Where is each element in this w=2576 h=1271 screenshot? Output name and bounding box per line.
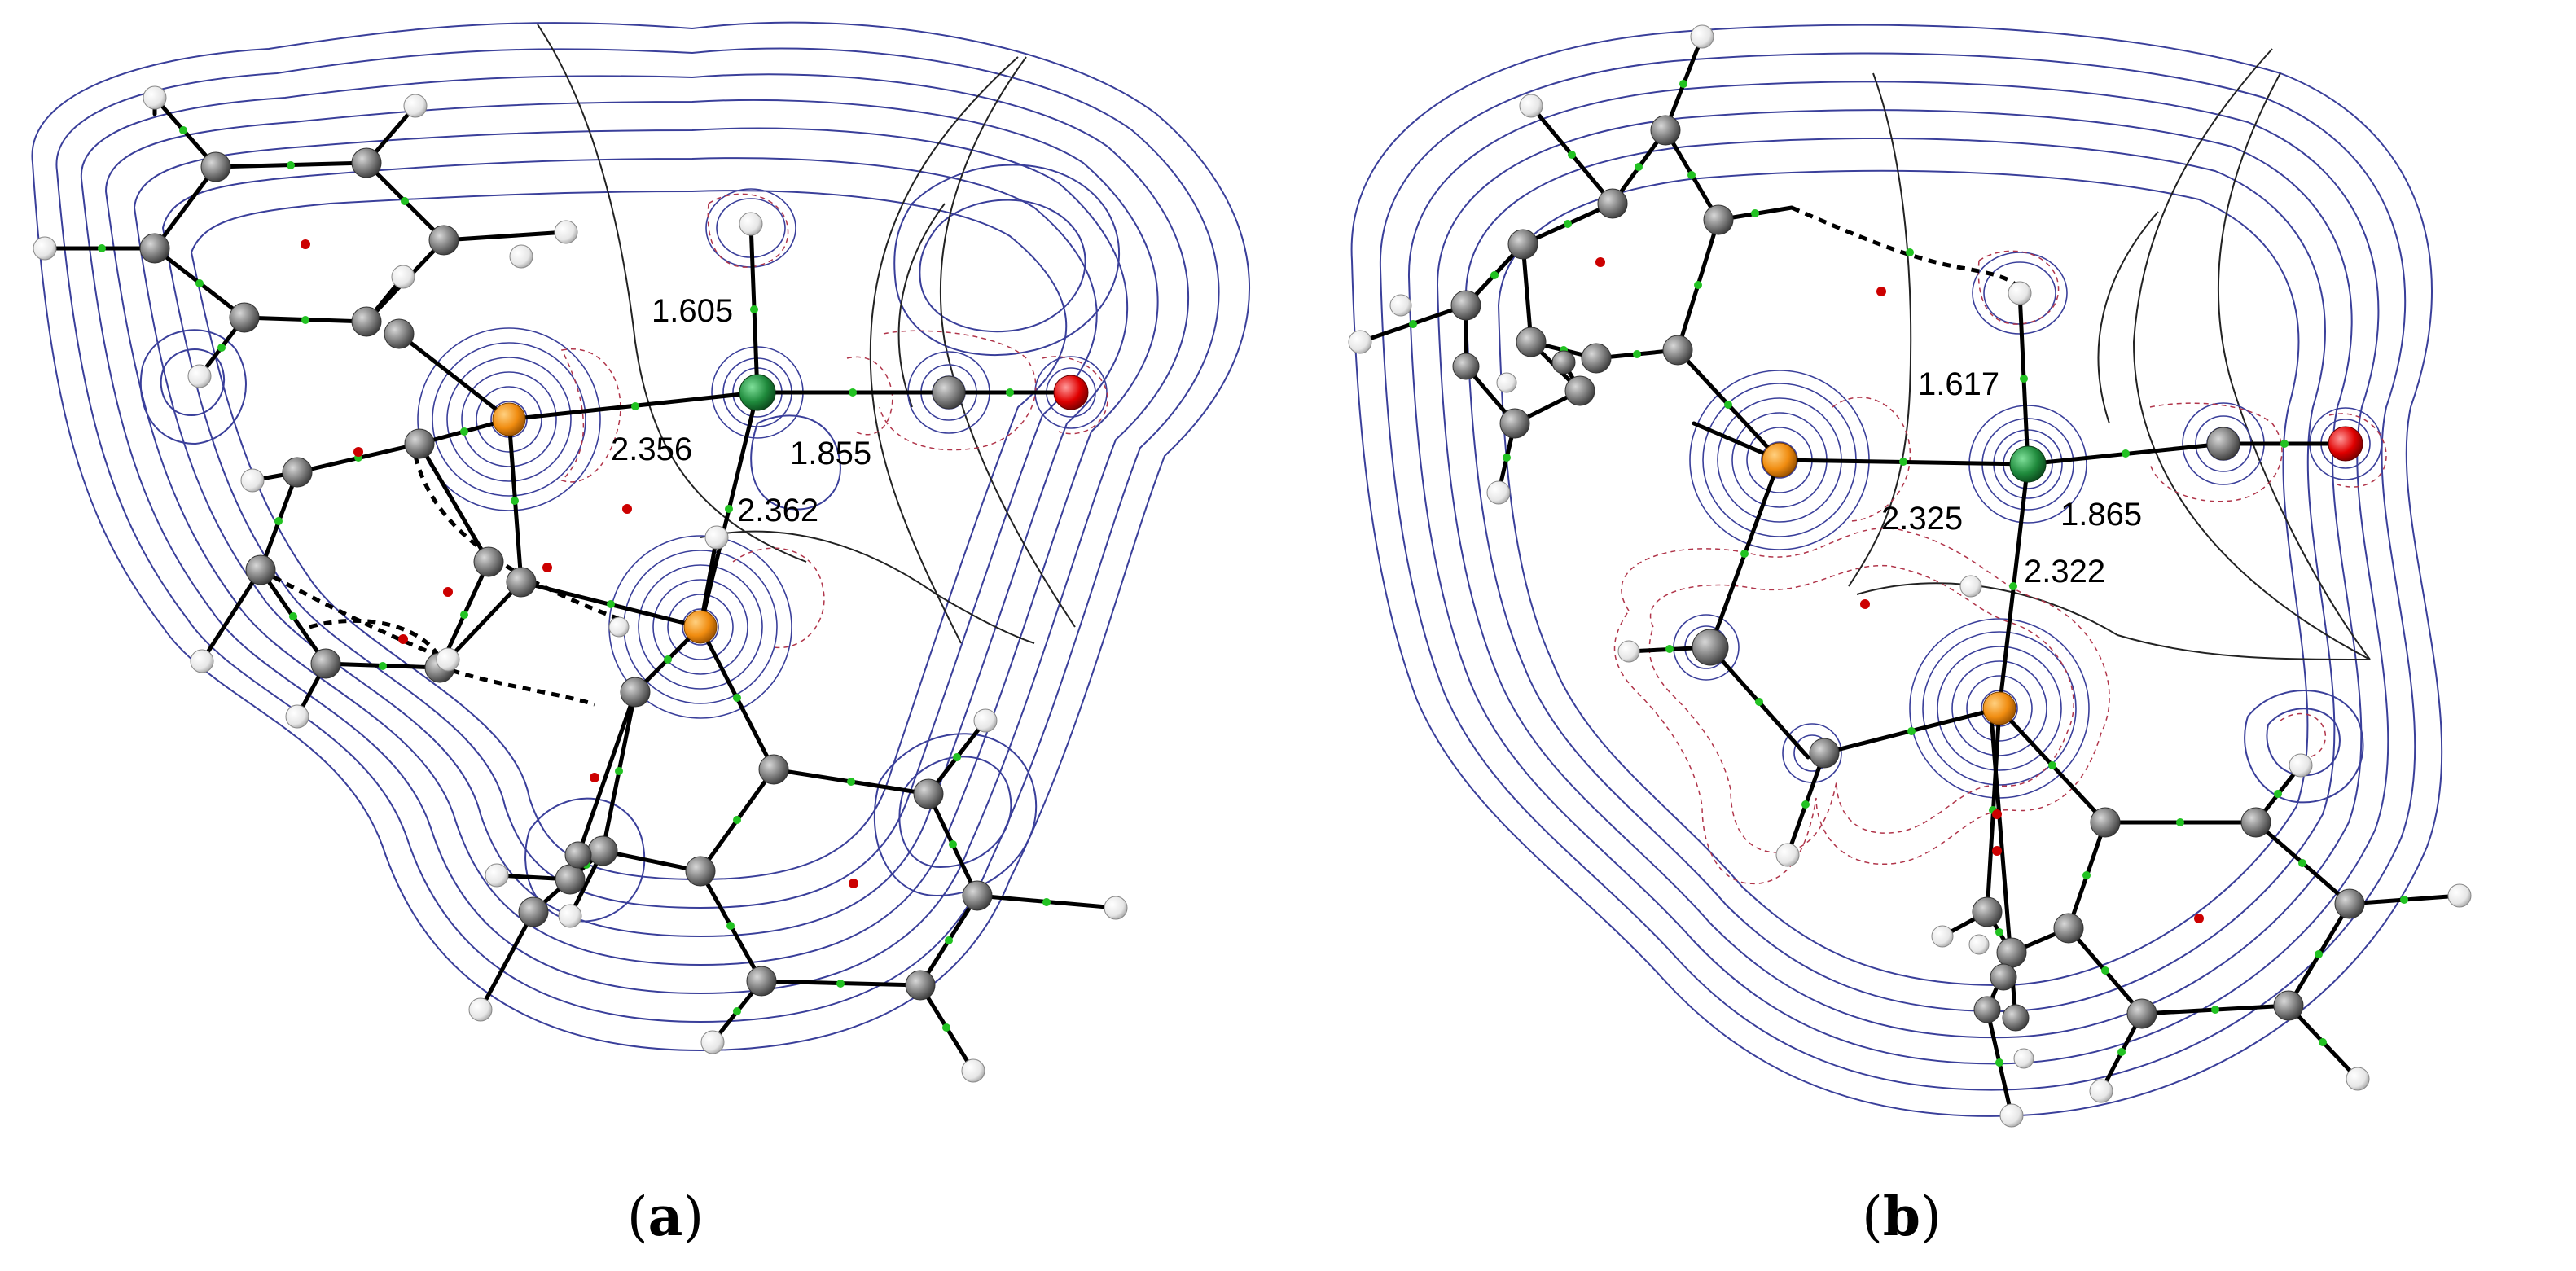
phosphorus-atoms [1762,442,2016,725]
distance-label: 2.362 [737,493,818,528]
oxygen-atom [1053,375,1089,410]
oxygen-atom [2328,426,2363,462]
panel-caption-letter: a [647,1185,683,1248]
panel-caption-letter: b [1882,1185,1921,1248]
distance-label: 1.855 [790,436,871,471]
panel-caption-a: (a) [626,1185,704,1248]
hydrogen-bond-paths [1790,205,2022,291]
atomic-basins [1673,252,2382,799]
metal-atom [2009,445,2047,483]
hydrogen-atoms [33,85,1128,1083]
bond-critical-points [98,126,1051,1032]
hydrogen-atoms [1348,24,2472,1128]
distance-label: 1.617 [1918,366,1999,402]
carbon-atoms [139,147,993,1001]
carbon-atoms [1450,115,2365,1032]
phosphorus-atoms [492,402,718,644]
bond-critical-points [1409,80,2408,1067]
panel-caption-b: (b) [1862,1185,1942,1248]
contour-lines-positive [31,21,1250,1052]
contour-lines-positive [1350,24,2443,1117]
panel-b: 1.617 2.325 1.865 2.322 [1348,24,2472,1128]
distance-label: 1.605 [652,293,733,329]
ring-critical-points [1595,257,2204,923]
distance-label: 2.325 [1881,501,1963,537]
contour-lines-negative [560,193,1108,649]
separatrix-lines [537,24,1076,644]
distance-label: 1.865 [2060,497,2142,533]
atomic-basins [417,188,1108,719]
separatrix-lines [1848,48,2371,660]
distance-label: 2.322 [2024,554,2105,589]
ring-critical-points [301,239,858,888]
contour-lines-negative [1613,250,2387,884]
distance-label: 2.356 [611,432,692,467]
panel-a: 1.605 2.356 1.855 2.362 [31,21,1250,1083]
metal-atom [739,374,776,411]
